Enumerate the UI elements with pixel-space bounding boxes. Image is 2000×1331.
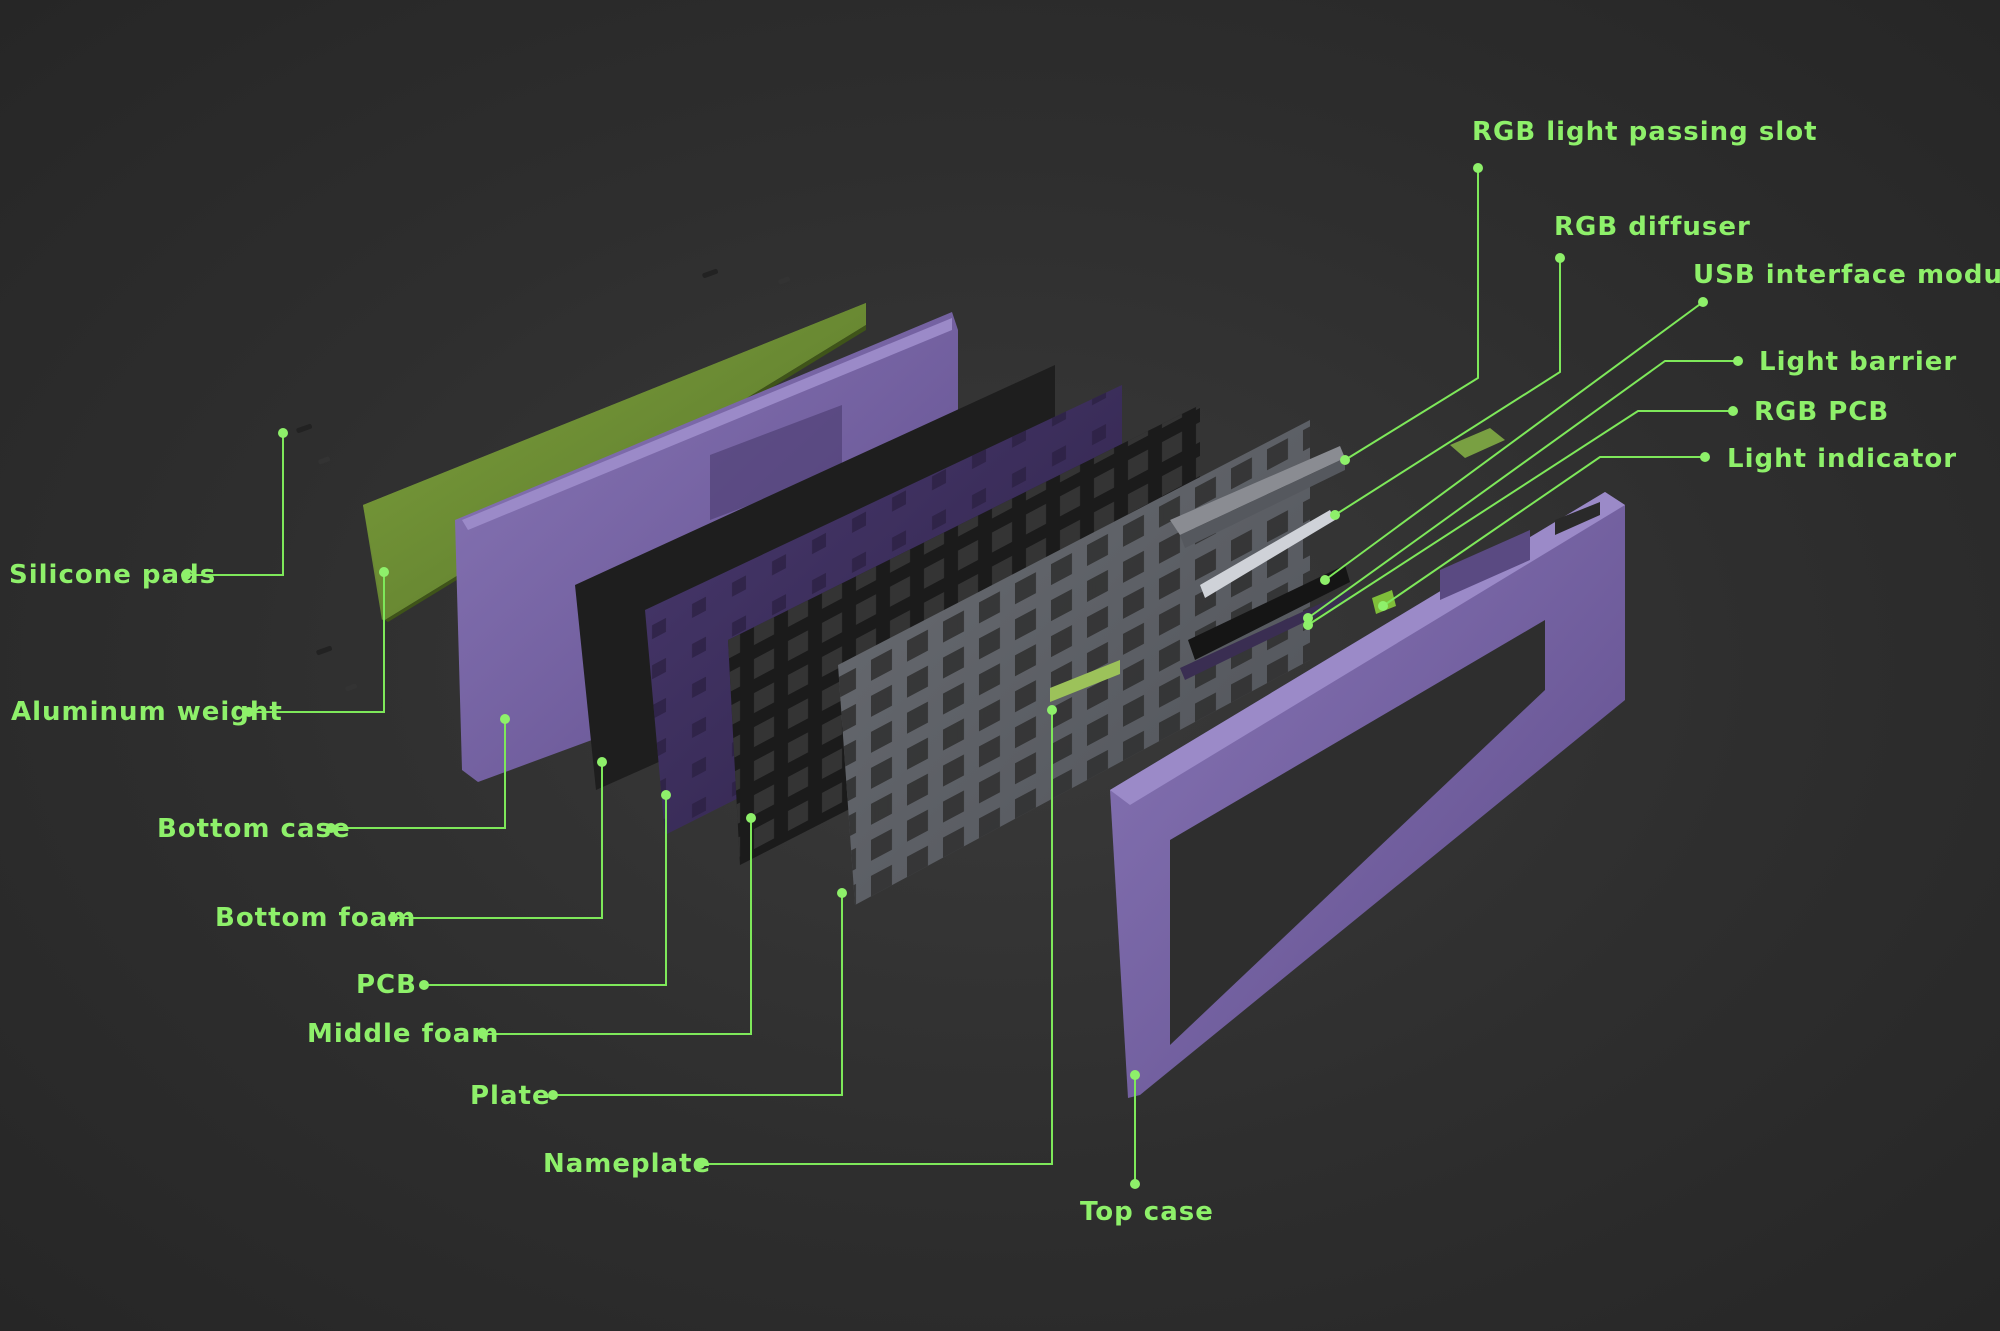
label-nameplate: Nameplate: [543, 1149, 711, 1179]
top-case: [1110, 492, 1625, 1098]
label-rgb-pcb: RGB PCB: [1754, 397, 1889, 427]
label-silicone-pads: Silicone pads: [9, 560, 216, 590]
label-light-indicator: Light indicator: [1727, 444, 1957, 474]
light-barrier: [1450, 428, 1505, 458]
usb-interface-module: [1188, 565, 1350, 660]
label-aluminum-weight: Aluminum weight: [11, 697, 283, 727]
rgb-diffuser: [1200, 510, 1335, 598]
label-plate: Plate: [470, 1081, 551, 1111]
label-middle-foam: Middle foam: [307, 1019, 499, 1049]
nameplate: [1050, 660, 1120, 702]
label-top-case: Top case: [1080, 1197, 1214, 1227]
label-rgb-light-passing-slot: RGB light passing slot: [1472, 117, 1818, 147]
label-rgb-diffuser: RGB diffuser: [1554, 212, 1751, 242]
label-usb-interface-module: USB interface module: [1693, 260, 2000, 290]
label-bottom-foam: Bottom foam: [215, 903, 416, 933]
rgb-light-passing-slot: [1170, 446, 1345, 548]
label-bottom-case: Bottom case: [157, 814, 351, 844]
leader-dots: [181, 163, 1743, 1189]
leader-lines: [186, 168, 1738, 1184]
label-light-barrier: Light barrier: [1759, 347, 1957, 377]
silicone-pads-screws: [296, 268, 791, 692]
label-pcb: PCB: [356, 970, 417, 1000]
